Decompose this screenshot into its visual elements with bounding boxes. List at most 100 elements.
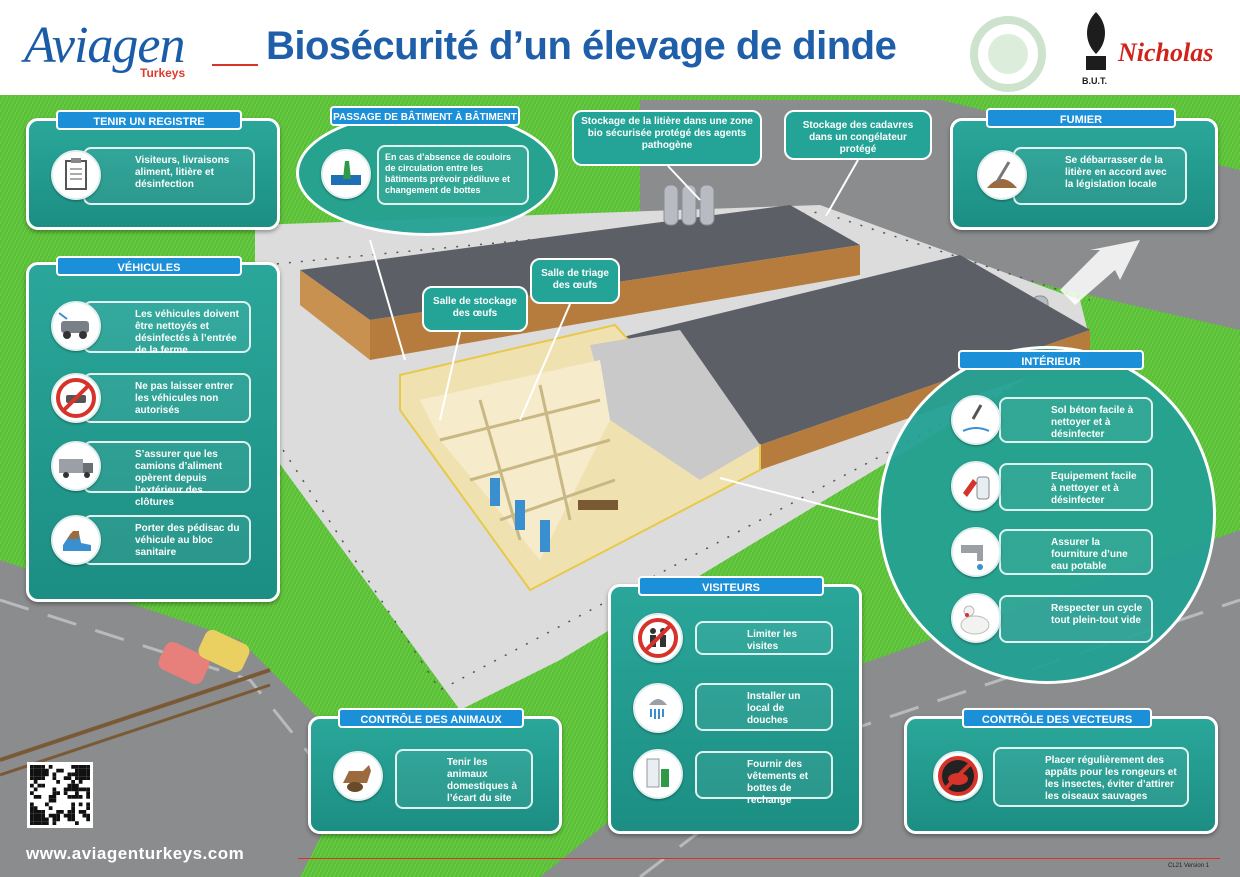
shower-icon: [633, 683, 683, 733]
qr-cell: [71, 787, 75, 792]
qr-cell: [63, 813, 68, 818]
qr-cell: [33, 810, 38, 814]
footer-url[interactable]: www.aviagenturkeys.com: [26, 844, 245, 863]
qr-cell: [86, 787, 90, 792]
qr-cell: [86, 817, 90, 822]
qr-cell: [30, 772, 34, 777]
qr-cell: [41, 817, 45, 822]
qr-cell: [41, 810, 45, 814]
qr-cell: [78, 765, 83, 769]
page-title: Biosécurité d’un élevage de dinde: [266, 24, 897, 68]
qr-cell: [37, 795, 42, 799]
footer-divider: [298, 858, 1220, 859]
callout-stockage-oeufs: Salle de stockage des œufs: [422, 286, 528, 332]
qr-cell: [33, 776, 38, 780]
qr-cell: [30, 813, 34, 818]
vehicules-item-3: S’assurer que les camions d’aliment opèr…: [83, 441, 251, 508]
qr-cell: [37, 810, 42, 814]
qr-cell: [48, 798, 53, 803]
qr-cell: [45, 772, 49, 777]
qr-cell: [37, 768, 42, 773]
qr-cell: [48, 813, 53, 818]
nicholas-logo: Nicholas: [1118, 38, 1214, 67]
qr-cell: [71, 810, 75, 814]
qr-cell: [30, 806, 34, 810]
panel-visiteurs: Limiter les visites Installer un local d…: [608, 584, 862, 834]
qr-cell: [56, 791, 60, 795]
qr-cell: [71, 772, 75, 777]
qr-cell: [71, 765, 75, 769]
qr-cell: [82, 787, 87, 792]
title-divider: [212, 64, 258, 66]
qr-cell: [33, 787, 38, 792]
qr-cell: [52, 821, 57, 825]
panel-animaux-title: CONTRÔLE DES ANIMAUX: [338, 708, 524, 728]
qr-cell: [67, 772, 72, 777]
qr-cell: [33, 765, 38, 769]
panel-registre-title: TENIR UN REGISTRE: [56, 110, 242, 130]
qr-code: [27, 762, 93, 828]
no-vehicle-icon: [51, 373, 101, 423]
qr-cell: [75, 772, 79, 777]
visiteurs-item-2: Installer un local de douches: [695, 683, 833, 731]
qr-cell: [63, 787, 68, 792]
panel-registre: Visiteurs, livraisons aliment, litière e…: [26, 118, 280, 230]
qr-cell: [71, 802, 75, 807]
callout-cadavres: Stockage des cadavres dans un congélateu…: [784, 110, 932, 160]
qr-cell: [56, 780, 60, 784]
qr-cell: [71, 817, 75, 822]
qr-cell: [37, 783, 42, 788]
qr-cell: [67, 783, 72, 788]
vehicules-item-1: Les véhicules doivent être nettoyés et d…: [83, 301, 251, 356]
panel-vehicules: Les véhicules doivent être nettoyés et d…: [26, 262, 280, 602]
qr-cell: [78, 772, 83, 777]
qr-cell: [33, 795, 38, 799]
version-label: CL21 Version 1: [1168, 863, 1210, 869]
qr-cell: [52, 795, 57, 799]
qr-cell: [78, 768, 83, 773]
parked-cars: [158, 629, 250, 685]
qr-cell: [37, 813, 42, 818]
clipboard-icon: [51, 150, 101, 200]
qr-cell: [37, 765, 42, 769]
qr-cell: [67, 813, 72, 818]
callout-triage-oeufs: Salle de triage des œufs: [530, 258, 620, 304]
panel-vecteurs-title: CONTRÔLE DES VECTEURS: [962, 708, 1152, 728]
qr-cell: [56, 768, 60, 773]
qr-cell: [37, 776, 42, 780]
qr-cell: [41, 783, 45, 788]
qr-cell: [37, 772, 42, 777]
panel-visiteurs-title: VISITEURS: [638, 576, 824, 596]
qr-cell: [67, 795, 72, 799]
qr-cell: [78, 776, 83, 780]
qr-cell: [33, 780, 38, 784]
qr-cell: [75, 765, 79, 769]
qr-cell: [37, 817, 42, 822]
tap-icon: [951, 527, 1001, 577]
panel-passage: En cas d’absence de couloirs de circulat…: [296, 110, 558, 236]
qr-cell: [78, 802, 83, 807]
qr-cell: [30, 821, 34, 825]
vecteurs-item-text: Placer régulièrement des appâts pour les…: [993, 747, 1189, 807]
animals-icon: [333, 751, 383, 801]
qr-cell: [86, 795, 90, 799]
truck-icon: [51, 441, 101, 491]
aviagen-logo: Aviagen: [24, 17, 186, 74]
panel-fumier-title: FUMIER: [986, 108, 1176, 128]
visiteurs-item-1: Limiter les visites: [695, 621, 833, 655]
qr-cell: [41, 813, 45, 818]
qr-cell: [33, 817, 38, 822]
vehicules-item-4: Porter des pédisac du véhicule au bloc s…: [83, 515, 251, 565]
panel-vecteurs: Placer régulièrement des appâts pour les…: [904, 716, 1218, 834]
qr-cell: [41, 765, 45, 769]
qr-cell: [30, 765, 34, 769]
fumier-item-text: Se débarrasser de la litière en accord a…: [1013, 147, 1187, 205]
qr-cell: [52, 787, 57, 792]
qr-cell: [30, 802, 34, 807]
qr-cell: [67, 810, 72, 814]
panel-fumier: Se débarrasser de la litière en accord a…: [950, 118, 1218, 230]
vehicules-item-2: Ne pas laisser entrer les véhicules non …: [83, 373, 251, 423]
qr-cell: [82, 810, 87, 814]
qr-cell: [71, 783, 75, 788]
qr-cell: [41, 772, 45, 777]
